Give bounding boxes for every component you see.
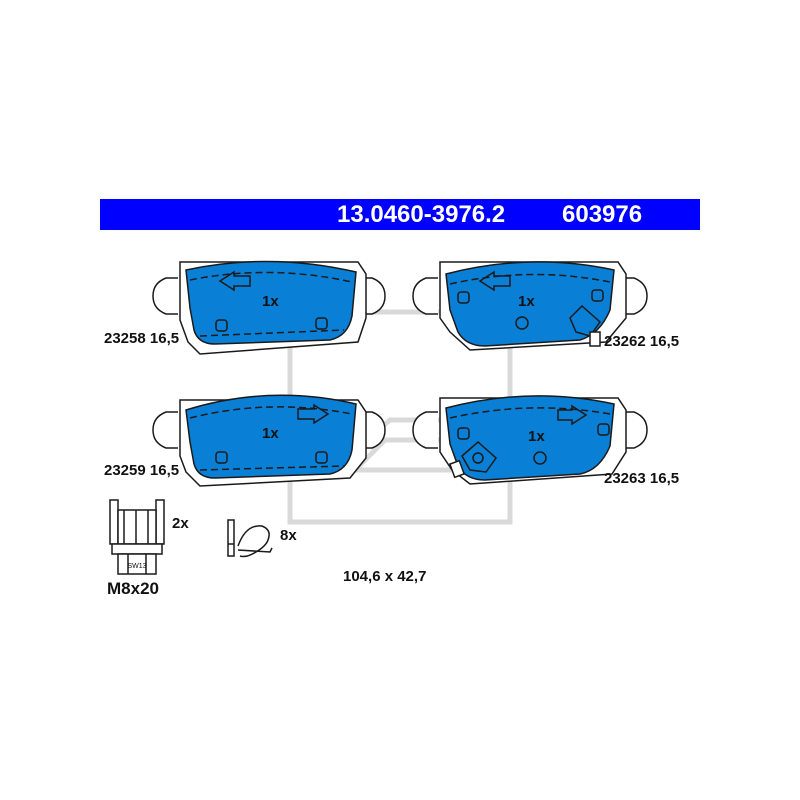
mount-square [215, 319, 228, 332]
mount-square [215, 451, 228, 464]
mount-square [457, 291, 470, 304]
brake-pad-top-right [412, 261, 648, 351]
left-ear [412, 277, 438, 315]
mount-hole [515, 316, 529, 330]
arrow-right-icon [297, 403, 330, 425]
arrow-left-icon [478, 270, 511, 292]
header-bar: 13.0460-3976.2 603976 [100, 199, 700, 230]
arrow-right-icon [557, 404, 588, 426]
part-number: 13.0460-3976.2 [337, 201, 506, 228]
pad-code-label: 23262 16,5 [604, 333, 680, 350]
right-ear [622, 277, 648, 315]
mount-square [597, 423, 610, 436]
mount-hole [533, 451, 547, 465]
mount-square [315, 451, 328, 464]
brake-pad-mid-right [412, 395, 648, 485]
mount-square [315, 317, 328, 330]
pad-code-label: 23259 16,5 [104, 462, 180, 479]
mount-square [457, 427, 470, 440]
pad-qty-label: 1x [518, 293, 535, 310]
wear-sensor-tab [448, 459, 466, 479]
friction-material [185, 394, 357, 479]
wear-sensor [569, 304, 602, 337]
dimensions-label: 104,6 x 42,7 [343, 568, 427, 585]
sensor-hole [472, 452, 484, 464]
pad-code-label: 23263 16,5 [604, 470, 680, 487]
bolt-wrench-label: SW13 [127, 563, 146, 570]
friction-material [445, 261, 615, 347]
friction-material [185, 260, 357, 345]
clip-qty-label: 8x [280, 527, 297, 544]
clip-icon [227, 519, 273, 558]
pad-qty-label: 1x [528, 428, 545, 445]
arrow-left-icon [218, 270, 251, 292]
brake-pad-top-left [152, 260, 386, 355]
pad-code-label: 23258 16,5 [104, 330, 180, 347]
left-ear [152, 277, 178, 315]
bolt-qty-label: 2x [172, 515, 189, 532]
left-ear [412, 411, 438, 449]
brake-pad-mid-left [152, 394, 386, 487]
pad-qty-label: 1x [262, 293, 279, 310]
bolt-icon: SW13 [109, 499, 165, 575]
pad-qty-label: 1x [262, 425, 279, 442]
reference-number: 603976 [562, 201, 643, 228]
right-ear [622, 411, 648, 449]
left-ear [152, 411, 178, 449]
friction-material [445, 395, 615, 481]
wear-sensor-tab [589, 331, 601, 347]
mount-square [591, 289, 604, 302]
bolt-size-label: M8x20 [107, 579, 159, 598]
wear-sensor [461, 441, 498, 473]
